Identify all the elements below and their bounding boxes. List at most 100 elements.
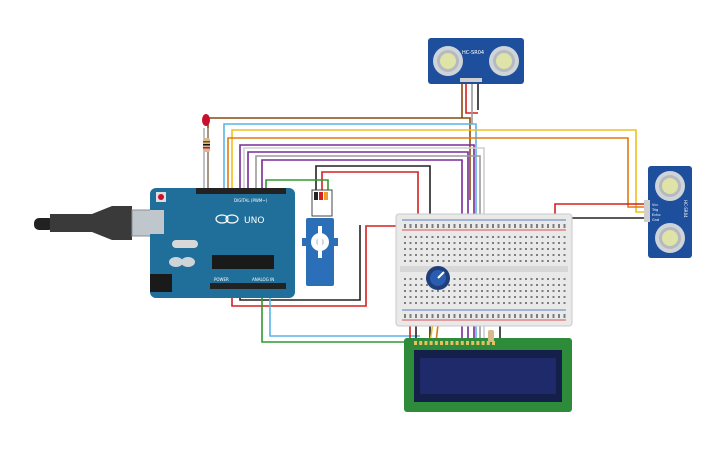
breadboard-hole	[525, 278, 527, 280]
breadboard-hole	[552, 254, 555, 256]
breadboard-hole	[497, 296, 500, 298]
breadboard-hole	[453, 254, 456, 256]
breadboard-hole	[514, 278, 516, 280]
breadboard-hole	[486, 236, 489, 238]
breadboard-hole	[486, 224, 489, 226]
breadboard-hole	[536, 236, 538, 238]
lcd-pin	[429, 341, 433, 345]
breadboard-hole	[530, 278, 533, 280]
breadboard-hole	[536, 224, 538, 226]
breadboard-hole	[470, 316, 472, 318]
breadboard-hole	[486, 284, 489, 286]
breadboard-hole	[541, 242, 544, 244]
wire-servo-green	[265, 179, 329, 192]
breadboard-hole	[558, 242, 560, 244]
breadboard-hole	[470, 284, 472, 286]
breadboard-hole	[525, 302, 527, 304]
breadboard-hole	[508, 290, 511, 292]
breadboard-hole	[442, 302, 445, 304]
breadboard-hole	[426, 316, 428, 318]
breadboard-hole	[437, 260, 439, 262]
breadboard-hole	[431, 314, 434, 316]
breadboard-hole	[448, 236, 450, 238]
breadboard-hole	[409, 254, 412, 256]
breadboard-hole	[503, 226, 505, 228]
breadboard-hole	[404, 278, 406, 280]
breadboard-hole	[514, 296, 516, 298]
breadboard-hole	[530, 236, 533, 238]
breadboard-hole	[530, 296, 533, 298]
breadboard-hole	[530, 242, 533, 244]
breadboard-hole	[464, 278, 467, 280]
breadboard-hole	[475, 254, 478, 256]
ultrasonic-sensor-right[interactable]: Vcc Trig Echo Gnd HC-SR04	[644, 166, 692, 258]
breadboard-hole	[481, 226, 483, 228]
breadboard-hole	[552, 296, 555, 298]
breadboard-hole	[409, 316, 412, 318]
breadboard-hole	[563, 242, 566, 244]
breadboard-hole	[497, 278, 500, 280]
breadboard-hole	[426, 314, 428, 316]
servo-motor[interactable]	[302, 189, 338, 286]
breadboard-hole	[475, 314, 478, 316]
breadboard-hole	[475, 284, 478, 286]
breadboard-hole	[503, 302, 505, 304]
breadboard-hole	[470, 260, 472, 262]
breadboard[interactable]	[395, 213, 573, 327]
breadboard-hole	[464, 248, 467, 250]
breadboard-hole	[481, 296, 483, 298]
breadboard-hole	[552, 284, 555, 286]
breadboard-hole	[409, 278, 412, 280]
breadboard-hole	[431, 290, 434, 292]
breadboard-hole	[508, 260, 511, 262]
breadboard-hole	[530, 314, 533, 316]
resistor-led[interactable]	[203, 138, 210, 152]
breadboard-hole	[415, 316, 417, 318]
breadboard-hole	[514, 242, 516, 244]
lcd-pin	[481, 341, 485, 345]
breadboard-hole	[448, 314, 450, 316]
breadboard-hole	[464, 224, 467, 226]
breadboard-hole	[415, 260, 417, 262]
breadboard-hole	[404, 242, 406, 244]
breadboard-hole	[514, 316, 516, 318]
breadboard-hole	[552, 248, 555, 250]
lcd-display[interactable]	[404, 330, 572, 412]
breadboard-hole	[530, 224, 533, 226]
breadboard-hole	[404, 296, 406, 298]
breadboard-hole	[530, 254, 533, 256]
breadboard-hole	[481, 314, 483, 316]
breadboard-hole	[503, 296, 505, 298]
breadboard-hole	[541, 260, 544, 262]
breadboard-hole	[453, 278, 456, 280]
breadboard-hole	[431, 254, 434, 256]
potentiometer[interactable]	[426, 266, 450, 290]
breadboard-hole	[530, 302, 533, 304]
breadboard-hole	[519, 314, 522, 316]
breadboard-hole	[558, 236, 560, 238]
breadboard-hole	[442, 314, 445, 316]
breadboard-hole	[514, 314, 516, 316]
breadboard-hole	[547, 224, 549, 226]
breadboard-hole	[459, 296, 461, 298]
breadboard-hole	[525, 226, 527, 228]
breadboard-hole	[530, 316, 533, 318]
breadboard-hole	[547, 290, 549, 292]
breadboard-hole	[404, 302, 406, 304]
breadboard-holes	[404, 224, 566, 318]
breadboard-hole	[519, 254, 522, 256]
breadboard-hole	[503, 260, 505, 262]
breadboard-hole	[409, 296, 412, 298]
breadboard-hole	[431, 316, 434, 318]
breadboard-hole	[415, 226, 417, 228]
breadboard-hole	[497, 302, 500, 304]
breadboard-hole	[486, 302, 489, 304]
breadboard-hole	[536, 226, 538, 228]
breadboard-hole	[453, 314, 456, 316]
arduino-digital-label: DIGITAL (PWM~)	[234, 198, 268, 203]
arduino-uno[interactable]: UNO DIGITAL (PWM~) POWER ANALOG IN	[150, 188, 295, 298]
breadboard-hole	[503, 278, 505, 280]
ultrasonic-sensor-top[interactable]: HC-SR04	[428, 38, 524, 84]
breadboard-hole	[404, 248, 406, 250]
breadboard-hole	[481, 236, 483, 238]
